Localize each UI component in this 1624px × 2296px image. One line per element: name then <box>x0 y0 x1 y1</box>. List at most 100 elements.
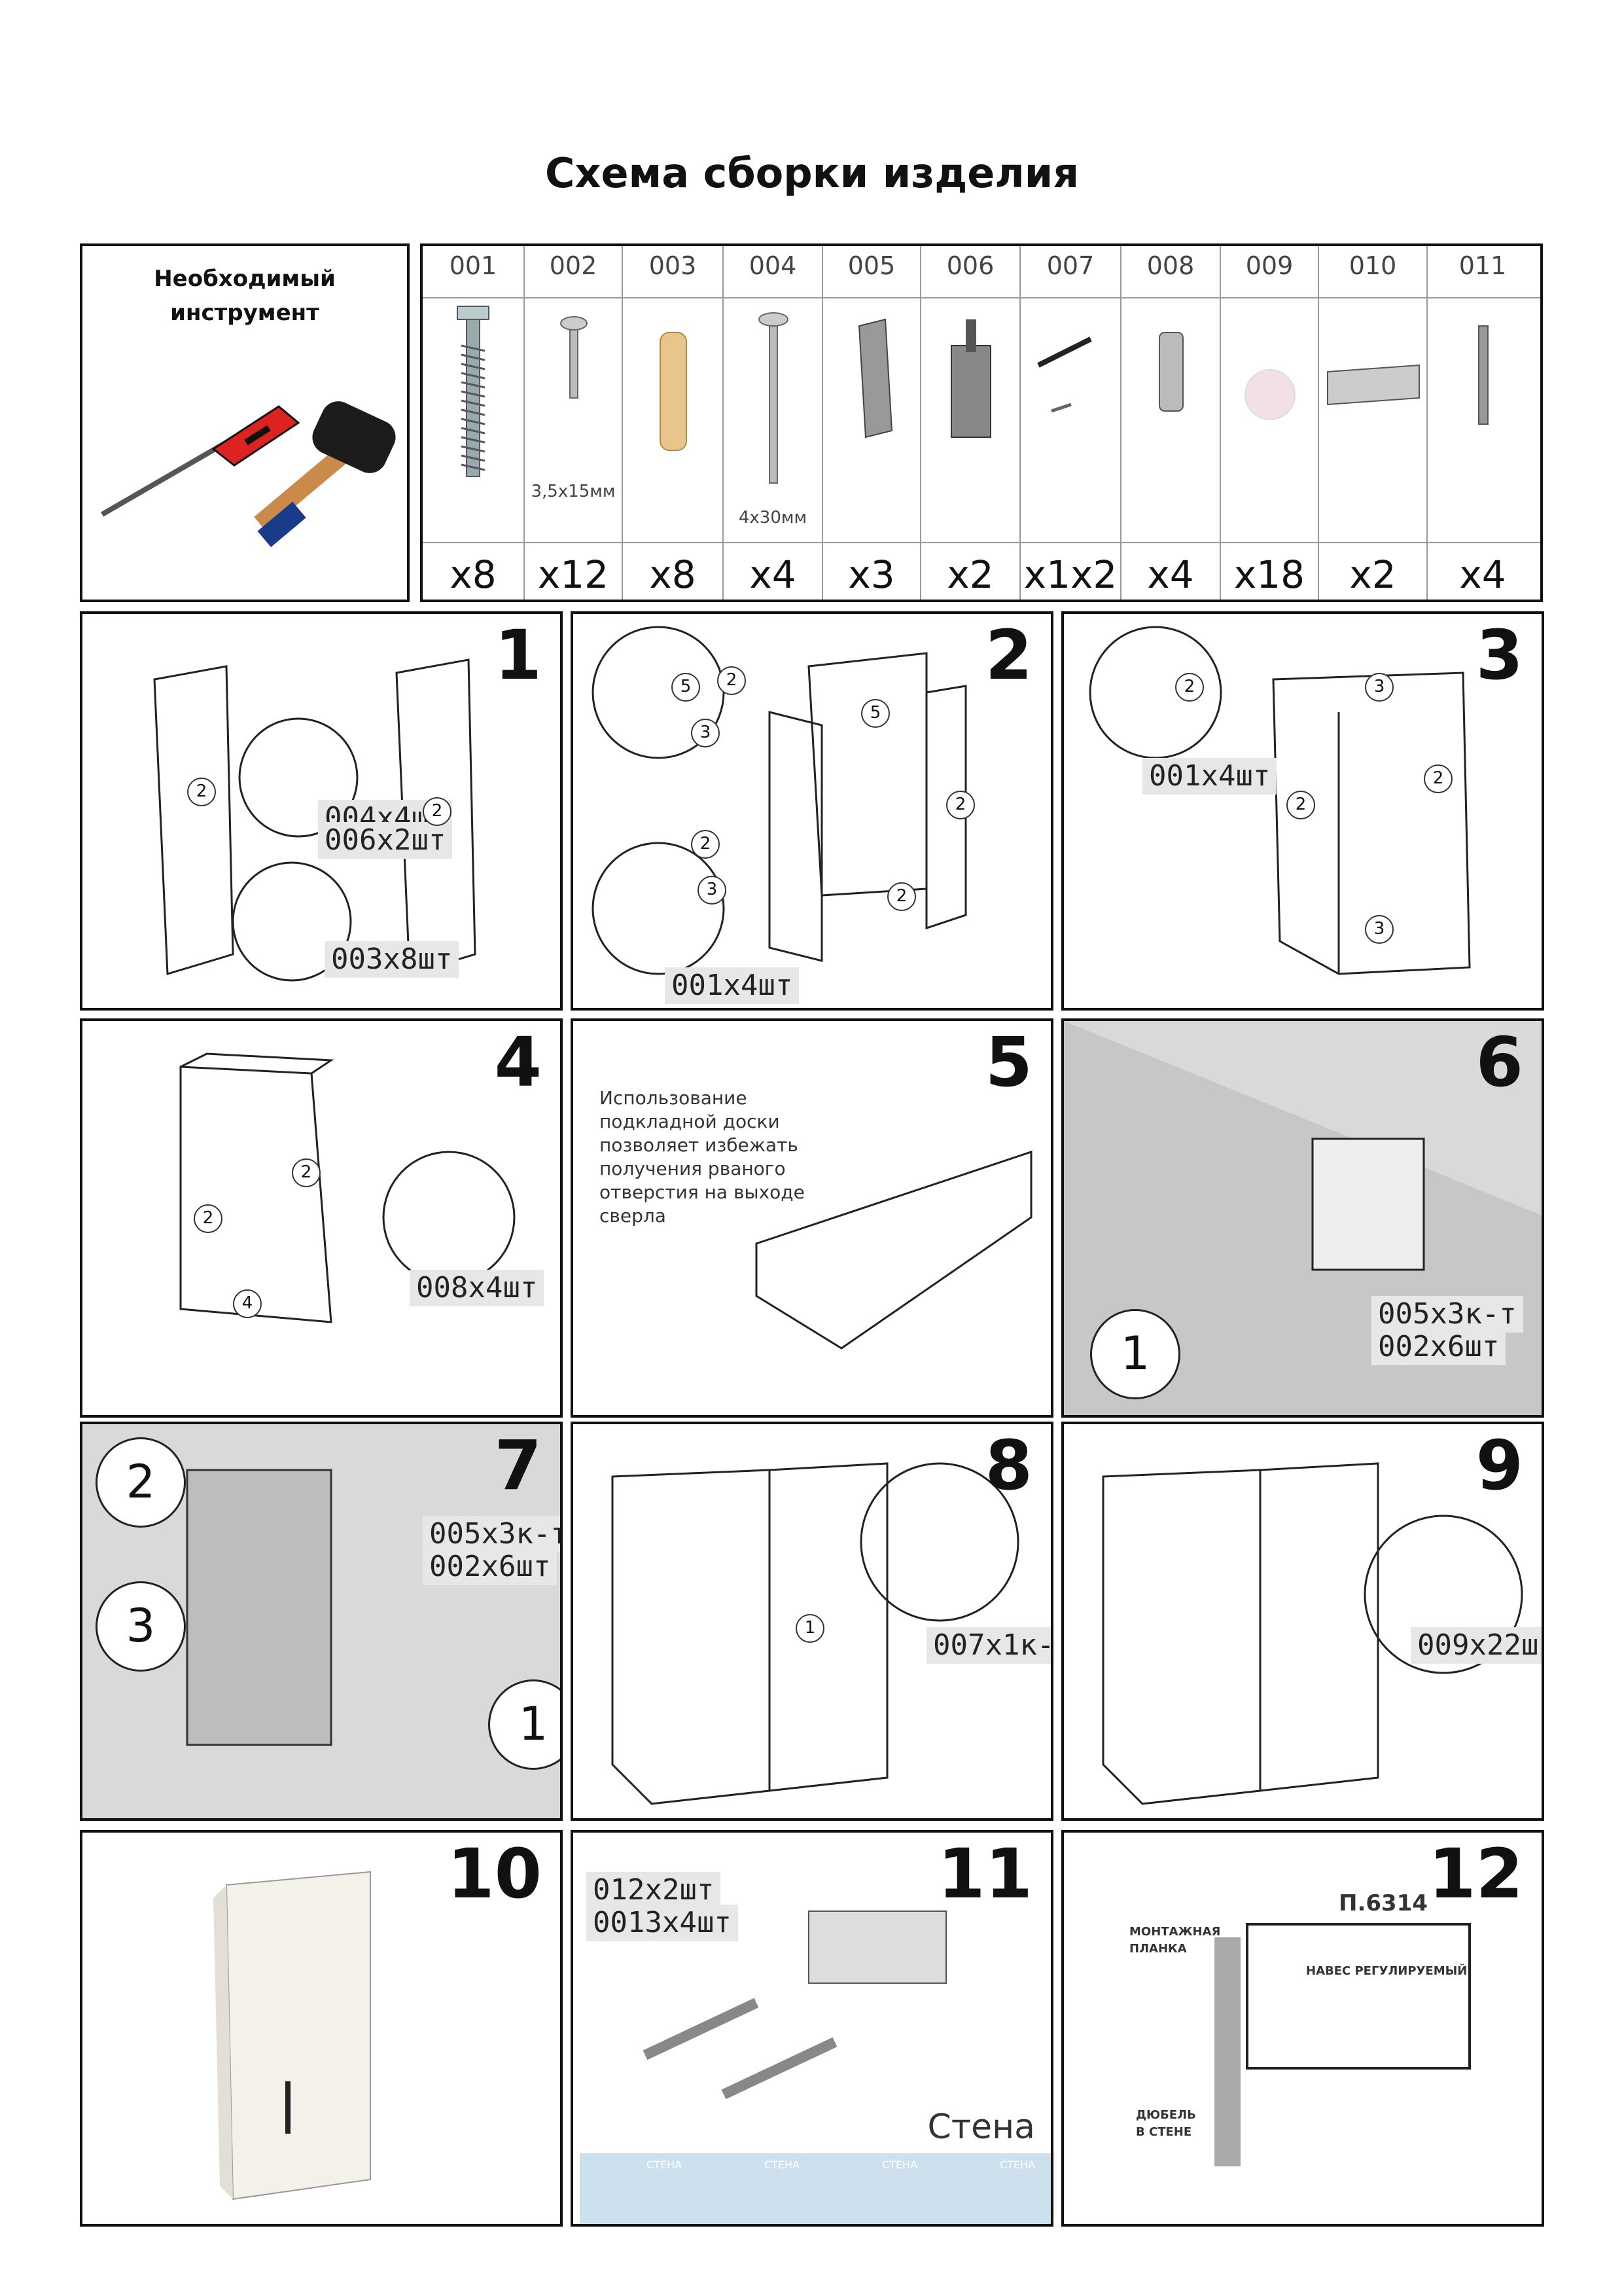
step-4-diagram <box>179 1052 516 1323</box>
part-010: 010 x2 <box>1318 246 1426 600</box>
part-size-note: 3,5x15мм <box>531 482 616 501</box>
wall-label: Стена <box>927 2108 1035 2147</box>
wall-strip-label: СТЕНА <box>1000 2159 1036 2171</box>
part-number-circle: 2 <box>717 666 746 695</box>
quantity-label: 003x8шт <box>325 941 459 978</box>
step-number: 3 <box>1475 615 1523 695</box>
part-number-circle: 5 <box>671 673 700 702</box>
step-10-diagram <box>213 1871 371 2200</box>
drilling-note-line: Использование <box>599 1087 747 1109</box>
tools-title: Необходимый инструмент <box>82 262 407 330</box>
part-number-circle: 2 <box>423 797 451 826</box>
part-number-circle: 1 <box>796 1614 824 1643</box>
mount-bar-label: ПЛАНКА <box>1129 1942 1187 1956</box>
part-number-circle: 1 <box>1090 1309 1180 1399</box>
dowel-label: В СТЕНЕ <box>1136 2125 1192 2139</box>
hanger-label: НАВЕС РЕГУЛИРУЕМЫЙ <box>1306 1964 1468 1978</box>
step-panel-8: 8 007x1к-т 1 <box>571 1422 1053 1821</box>
part-code: 010 <box>1349 251 1397 280</box>
step-panel-10: 10 <box>80 1830 563 2227</box>
step-12-diagram <box>1116 1859 1509 2206</box>
step-number: 12 <box>1428 1834 1523 1914</box>
part-quantity: x2 <box>1349 552 1396 597</box>
part-002-icon <box>560 316 588 399</box>
page-title: Схема сборки изделия <box>544 149 1080 197</box>
part-number-circle: 1 <box>488 1679 560 1770</box>
part-code: 009 <box>1245 251 1294 280</box>
part-number-circle: 2 <box>96 1437 186 1528</box>
quantity-label: 0013x4шт <box>586 1905 738 1941</box>
quantity-label: 002x6шт <box>423 1549 557 1585</box>
quantity-label: 012x2шт <box>586 1872 721 1909</box>
tools-title-line1: Необходимый <box>154 266 336 292</box>
step-number: 8 <box>985 1426 1033 1505</box>
part-number-circle: 2 <box>187 778 216 806</box>
quantity-label: 001x4шт <box>665 967 800 1004</box>
step-8-diagram <box>611 1462 1019 1805</box>
quantity-label: 006x2шт <box>318 822 453 859</box>
drilling-note-line: подкладной доски <box>599 1111 780 1132</box>
part-number-circle: 4 <box>233 1289 262 1318</box>
step-number: 10 <box>447 1834 542 1914</box>
step-number: 6 <box>1475 1022 1523 1102</box>
part-number-circle: 3 <box>1365 673 1394 702</box>
part-008-icon <box>1159 332 1184 412</box>
quantity-label: 007x1к-т <box>927 1627 1051 1664</box>
step-9-diagram <box>1102 1462 1523 1805</box>
part-quantity: x18 <box>1233 552 1305 597</box>
tools-illustration <box>100 401 396 548</box>
quantity-label: 001x4шт <box>1142 758 1277 795</box>
step-number: 4 <box>494 1022 542 1102</box>
part-code: 006 <box>946 251 995 280</box>
part-code: 002 <box>549 251 597 280</box>
drilling-note-line: получения рваного <box>599 1158 786 1179</box>
drilling-note-line: сверла <box>599 1205 666 1227</box>
part-quantity: x8 <box>450 552 497 597</box>
part-number-circle: 2 <box>1424 764 1453 793</box>
tools-box: Необходимый инструмент <box>80 243 410 602</box>
part-010-icon <box>1327 364 1420 406</box>
part-009-icon <box>1244 369 1296 420</box>
part-number-circle: 3 <box>691 719 720 747</box>
part-number-circle: 3 <box>96 1581 186 1672</box>
screwdriver-icon <box>100 405 300 517</box>
part-code: 007 <box>1046 251 1095 280</box>
mount-bar-label: МОНТАЖНАЯ <box>1129 1925 1221 1939</box>
part-quantity: x8 <box>649 552 696 597</box>
tools-title-line2: инструмент <box>170 300 319 326</box>
step-11-diagram <box>580 1910 1051 2224</box>
quantity-label: 005x3к-т <box>1371 1296 1523 1333</box>
part-code: 004 <box>749 251 797 280</box>
quantity-label: 009x22шт <box>1411 1627 1542 1664</box>
part-006-icon <box>951 319 991 438</box>
part-number-circle: 2 <box>1175 673 1204 702</box>
dowel-label: ДЮБЕЛЬ <box>1136 2108 1196 2122</box>
part-003-icon <box>660 332 687 451</box>
part-001-icon <box>457 306 489 477</box>
step-number: 5 <box>985 1022 1033 1102</box>
hanger-code: П.6314 <box>1339 1890 1428 1916</box>
wall-strip-label: СТЕНА <box>646 2159 682 2171</box>
wall-strip-label: СТЕНА <box>882 2159 918 2171</box>
part-007-icon <box>1037 336 1092 413</box>
part-009: 009 x18 <box>1220 246 1318 600</box>
part-code: 008 <box>1146 251 1195 280</box>
mallet-icon <box>254 401 396 548</box>
step-number: 11 <box>938 1834 1033 1914</box>
part-number-circle: 2 <box>194 1204 222 1233</box>
